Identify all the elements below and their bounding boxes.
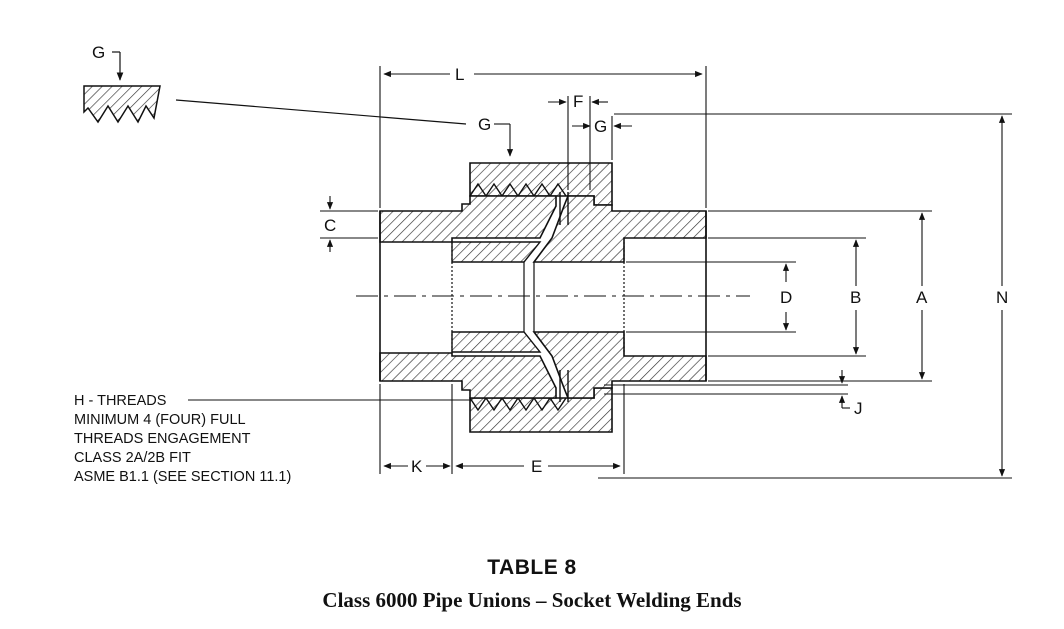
label-k: K <box>411 457 423 476</box>
note-line-3: THREADS ENGAGEMENT <box>74 431 251 447</box>
label-a: A <box>916 288 928 307</box>
dimension-labels: L F G G C D B A N J K E <box>324 65 1008 476</box>
label-l: L <box>455 65 464 84</box>
note-line-4: CLASS 2A/2B FIT <box>74 450 191 466</box>
thread-detail: G <box>83 43 467 125</box>
label-g-detail: G <box>92 43 105 62</box>
dimensions <box>188 66 1012 479</box>
table-number: TABLE 8 <box>487 556 577 579</box>
note-line-5: ASME B1.1 (SEE SECTION 11.1) <box>74 469 291 485</box>
left-end-lower-wall <box>379 352 557 399</box>
union-body <box>356 162 750 433</box>
label-f: F <box>573 92 583 111</box>
thread-note: H - THREADS MINIMUM 4 (FOUR) FULL THREAD… <box>74 393 291 485</box>
label-d: D <box>780 288 792 307</box>
label-e: E <box>531 457 542 476</box>
thread-detail-leader <box>175 99 467 125</box>
note-line-1: H - THREADS <box>74 393 166 409</box>
label-g-thread: G <box>478 115 491 134</box>
label-n: N <box>996 288 1008 307</box>
note-line-2: MINIMUM 4 (FOUR) FULL <box>74 412 246 428</box>
label-c: C <box>324 216 336 235</box>
left-end-upper-wall <box>379 195 557 243</box>
label-g-nut: G <box>594 117 607 136</box>
right-end-lower-wall <box>532 331 707 399</box>
label-j: J <box>854 399 863 418</box>
label-b: B <box>850 288 861 307</box>
figure-caption: Class 6000 Pipe Unions – Socket Welding … <box>322 588 742 612</box>
